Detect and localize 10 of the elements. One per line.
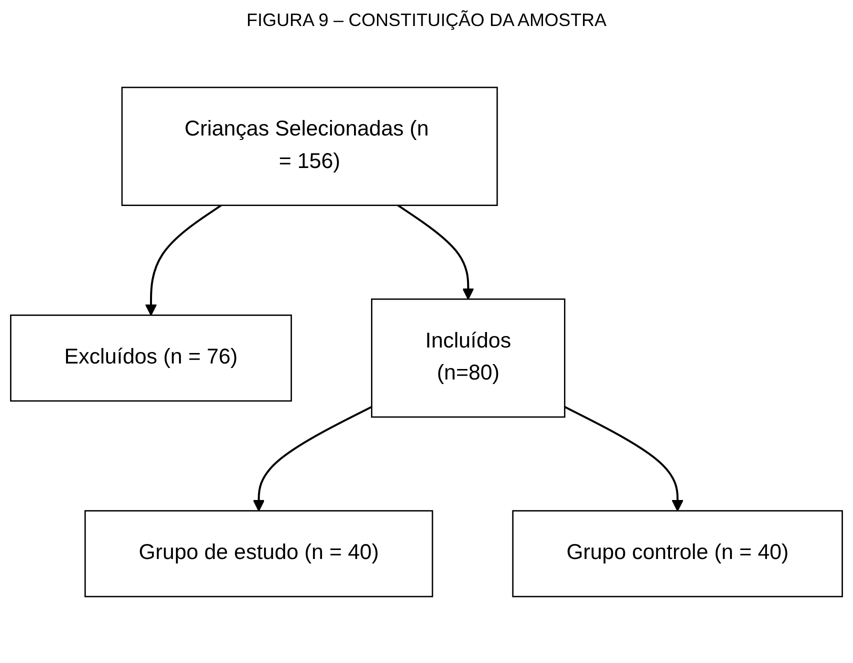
node-box: Grupo controle (n = 40) [512, 510, 843, 598]
arrow [564, 406, 684, 512]
arrow [252, 406, 372, 512]
figure-title: FIGURA 9 – CONSTITUIÇÃO DA AMOSTRA [245, 10, 608, 31]
node-box: Incluídos (n=80) [371, 298, 566, 418]
arrow [397, 204, 474, 300]
node-box: Grupo de estudo (n = 40) [84, 510, 434, 598]
node-box: Excluídos (n = 76) [10, 314, 292, 402]
arrow [145, 204, 222, 316]
node-box: Crianças Selecionadas (n = 156) [121, 86, 498, 206]
